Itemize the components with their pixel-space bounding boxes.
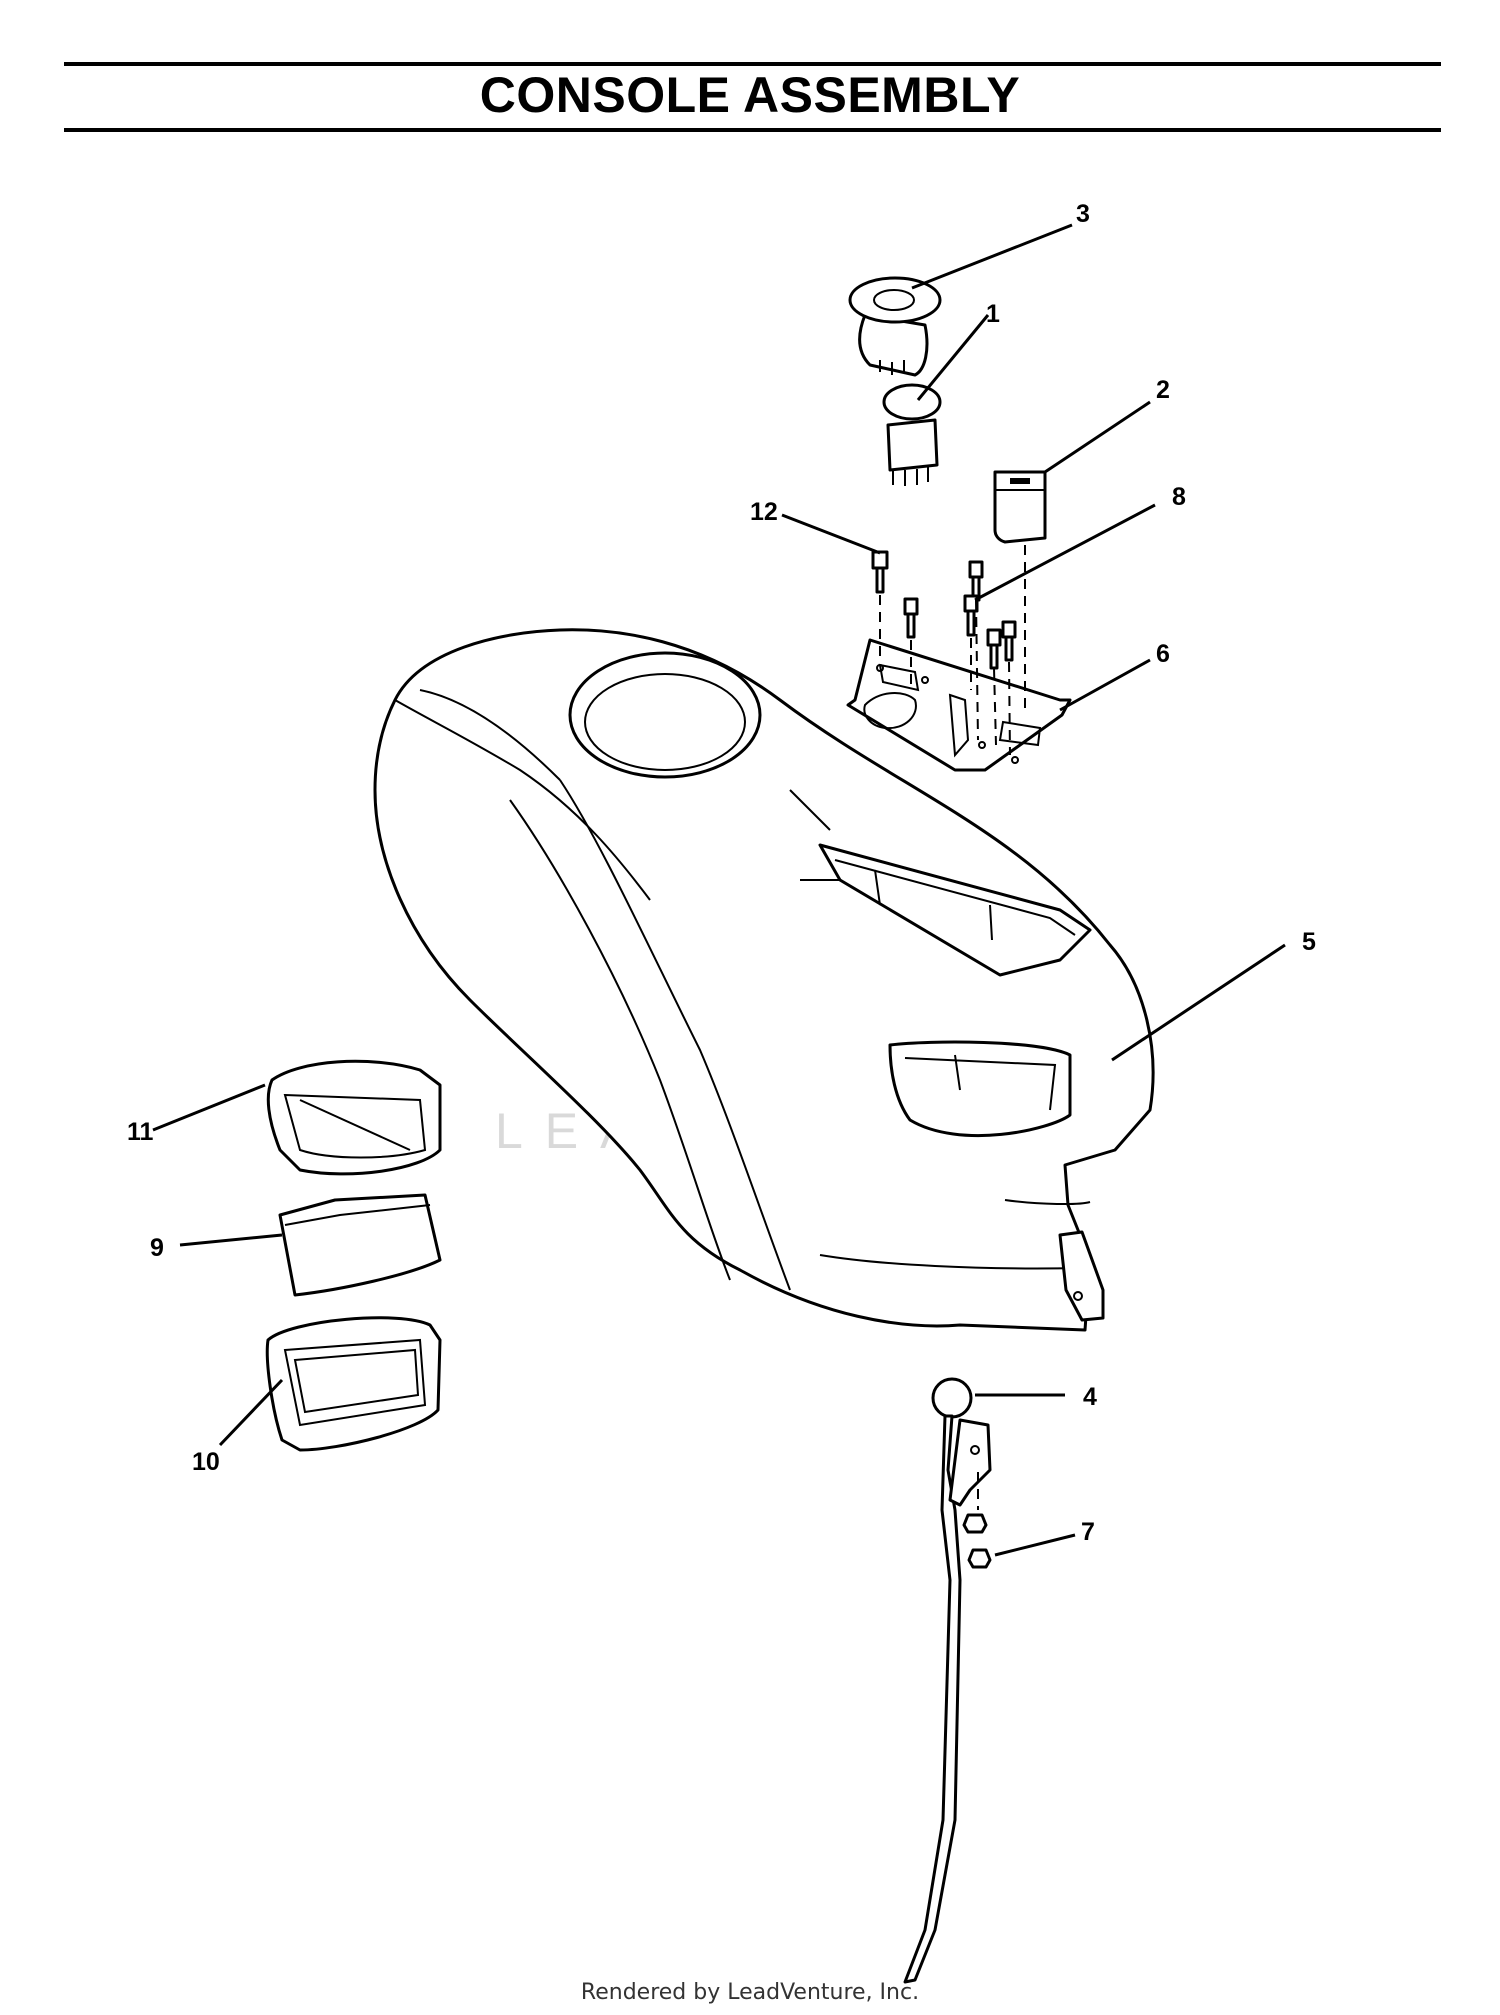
- part-11-bezel: [266, 1059, 442, 1176]
- part-10-frame: [265, 1316, 442, 1452]
- part-5-console-body: [373, 628, 1155, 1332]
- callout-6: 6: [1156, 640, 1170, 668]
- part-6-mounting-plate: [846, 638, 1072, 772]
- part-8-screws: [903, 560, 1017, 670]
- page-title: CONSOLE ASSEMBLY: [479, 67, 1021, 123]
- part-7-nut: [962, 1513, 992, 1569]
- callout-4: 4: [1083, 1383, 1097, 1411]
- part-4-lever: [903, 1377, 992, 1984]
- part-9-cover: [278, 1193, 442, 1297]
- part-1-pto-switch: [882, 383, 942, 486]
- callout-8: 8: [1172, 483, 1186, 511]
- callout-3: 3: [1076, 200, 1090, 228]
- callout-9: 9: [150, 1234, 164, 1262]
- callout-5: 5: [1302, 928, 1316, 956]
- callout-11: 11: [127, 1118, 154, 1146]
- part-12-screw: [871, 550, 889, 594]
- callout-10: 10: [192, 1448, 220, 1476]
- callout-7: 7: [1081, 1518, 1095, 1546]
- callout-2: 2: [1156, 376, 1170, 404]
- callout-1: 1: [986, 300, 1000, 328]
- title-top-rule: [64, 62, 1441, 66]
- title-bottom-rule: [64, 128, 1441, 132]
- footer-credit: Rendered by LeadVenture, Inc.: [580, 1980, 920, 2005]
- part-2-square-switch: [993, 470, 1047, 544]
- part-3-ignition-switch: [848, 276, 942, 377]
- callout-12: 12: [750, 498, 778, 526]
